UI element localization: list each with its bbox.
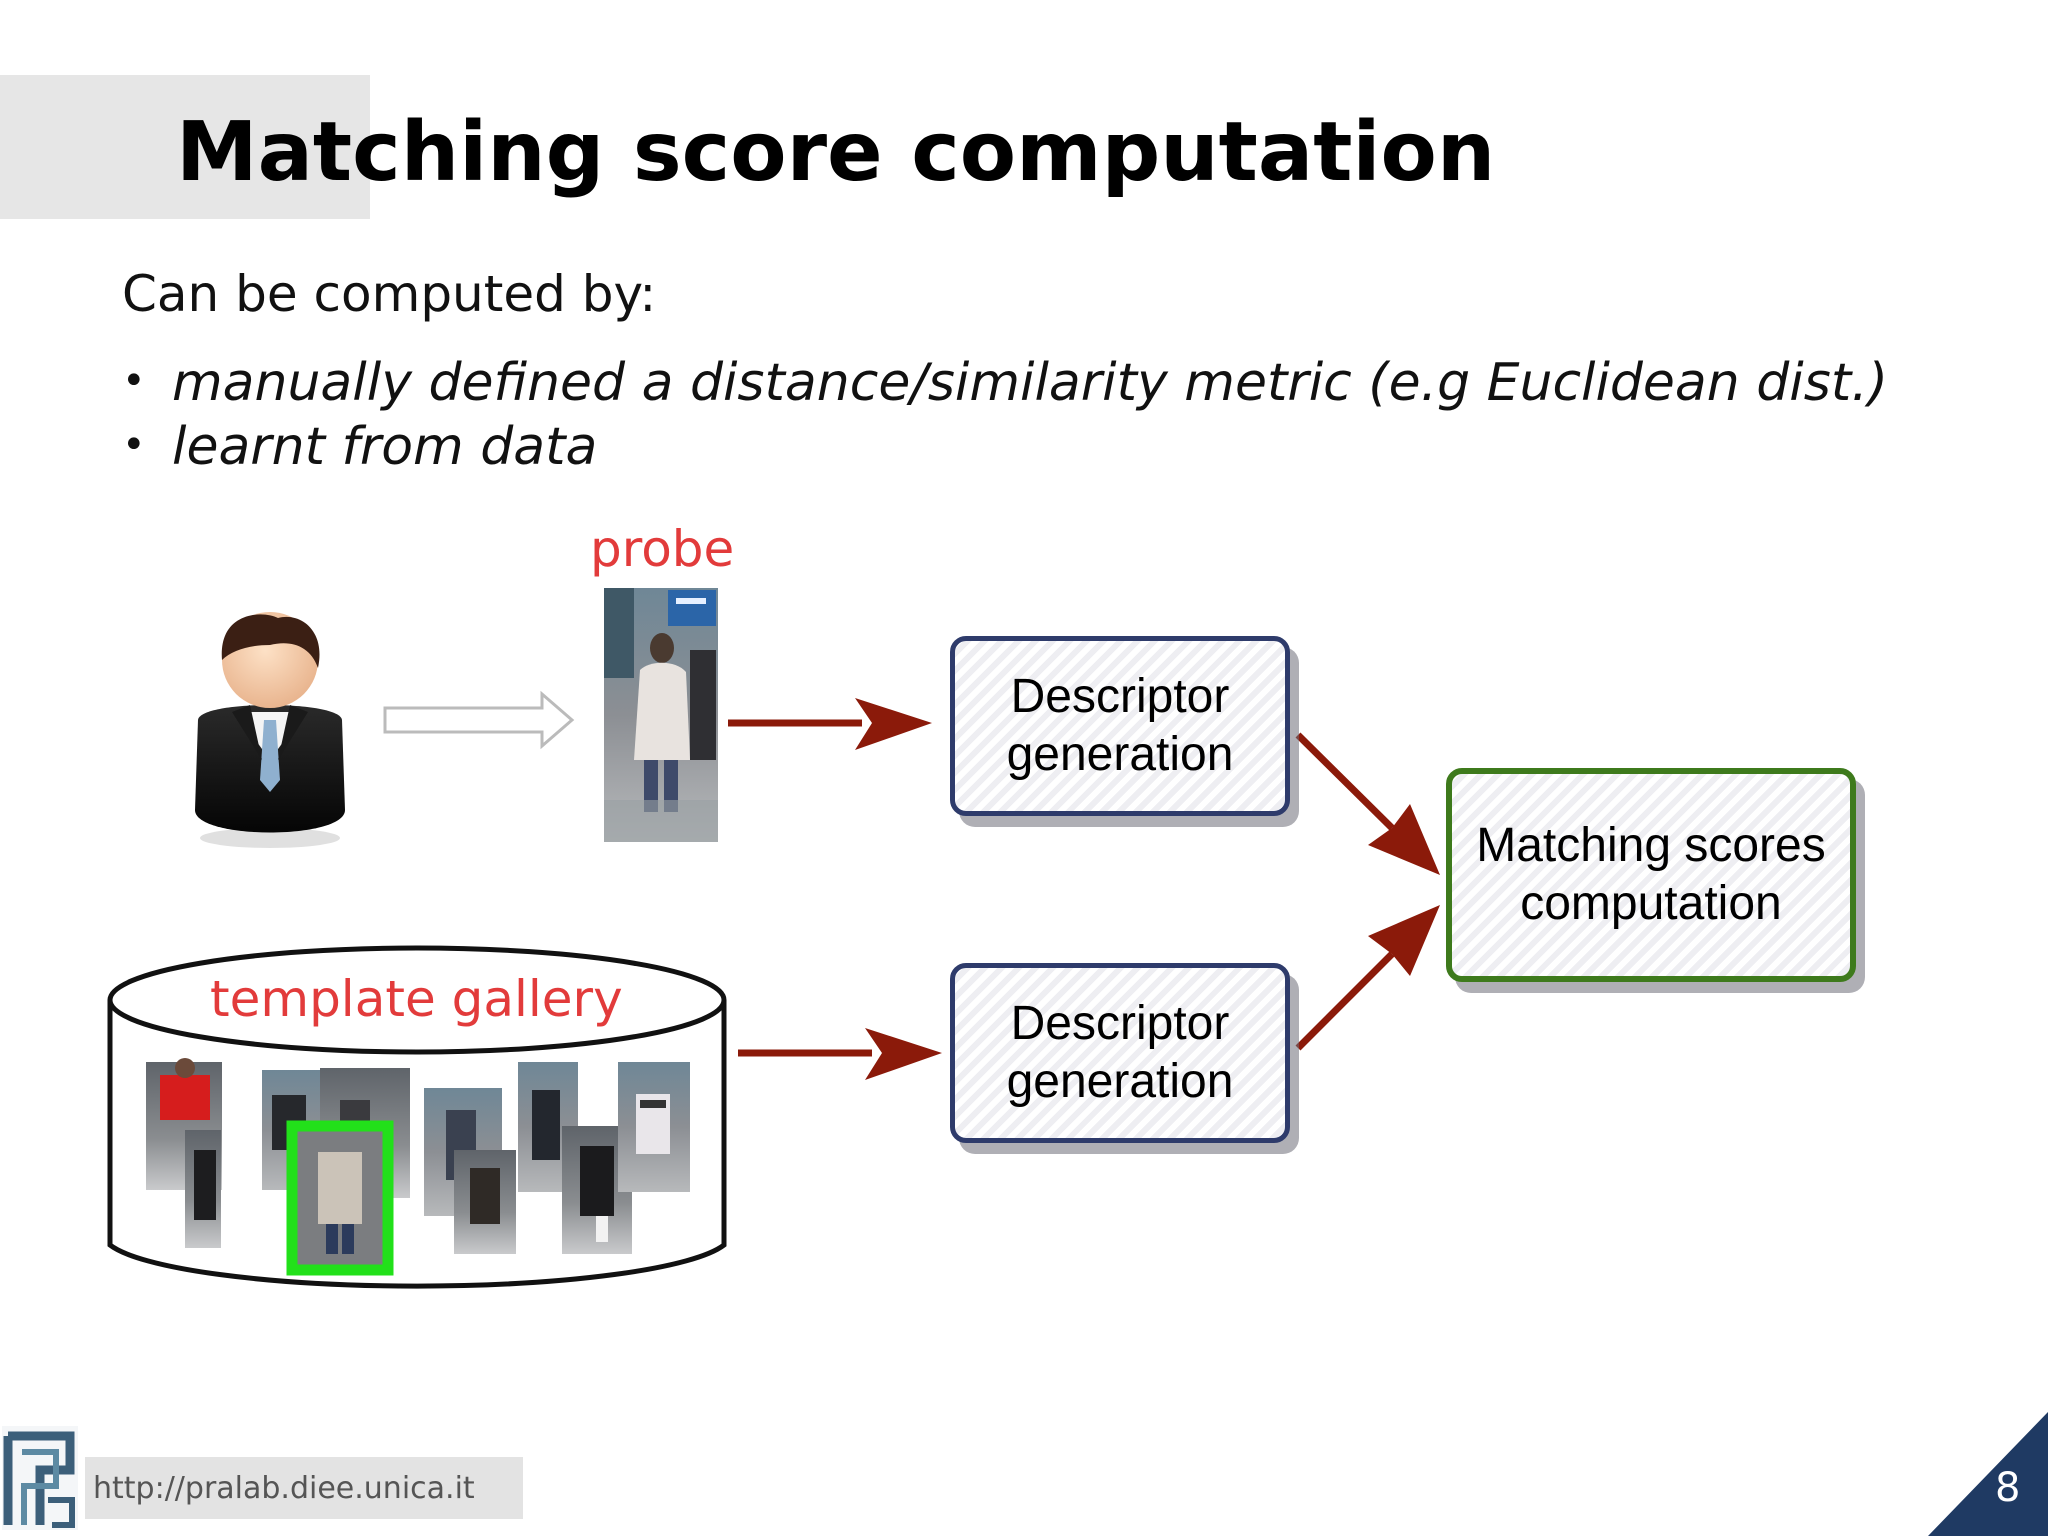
- bullet-list: • manually defined a distance/similarity …: [122, 350, 1888, 478]
- bullet-text: learnt from data: [172, 417, 598, 477]
- gallery-label: template gallery: [210, 970, 623, 1028]
- bullet-dot-icon: •: [122, 422, 146, 468]
- flow-arrows: [728, 698, 1440, 1080]
- box-line: generation: [1006, 1055, 1234, 1108]
- probe-image: [604, 588, 718, 842]
- title-band: [0, 75, 370, 219]
- hollow-arrow-icon: [383, 690, 575, 750]
- bullet-item: • manually defined a distance/similarity …: [122, 350, 1888, 414]
- corner-decoration: [1928, 1412, 2048, 1536]
- bullet-dot-icon: •: [122, 358, 146, 404]
- pralab-logo-icon: [2, 1426, 78, 1530]
- box-line: Matching scores: [1476, 819, 1826, 872]
- box-line: computation: [1520, 877, 1782, 930]
- box-line: Descriptor: [1010, 997, 1230, 1050]
- bullet-item: • learnt from data: [122, 414, 1888, 478]
- probe-label: probe: [590, 520, 734, 578]
- intro-text: Can be computed by:: [122, 265, 657, 323]
- box-line: generation: [1006, 728, 1234, 781]
- matched-template-highlight: [286, 1120, 394, 1276]
- user-icon: [195, 612, 345, 848]
- bullet-text: manually defined a distance/similarity m…: [172, 353, 1889, 413]
- page-number: 8: [1995, 1465, 2021, 1511]
- slide-title: Matching score computation: [176, 105, 1496, 200]
- gallery-thumbnails: [146, 1058, 690, 1276]
- box-line: Descriptor: [1010, 670, 1230, 723]
- footer-url: http://pralab.diee.unica.it: [85, 1457, 523, 1519]
